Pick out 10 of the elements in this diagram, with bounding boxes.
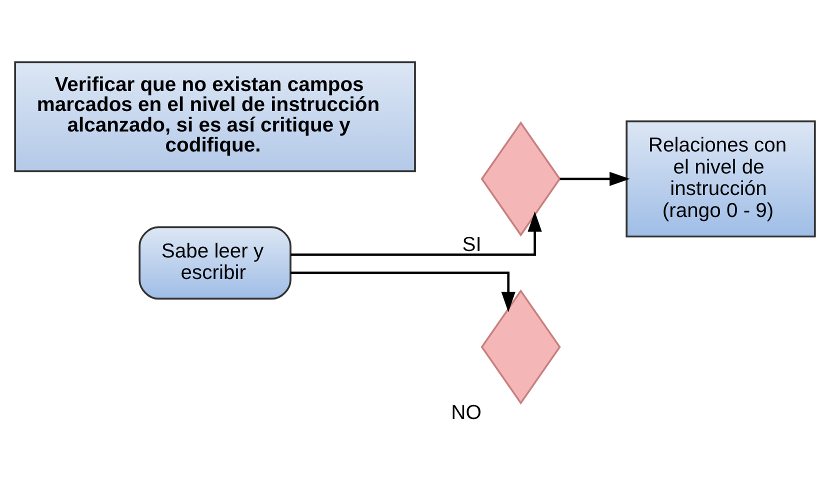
arrow bbox=[290, 211, 542, 256]
node-box: Relaciones con el nivel de instrucción (rango 0 - 9) bbox=[626, 120, 816, 238]
node-label: SI bbox=[462, 234, 482, 256]
arrow bbox=[560, 172, 630, 186]
node-label: NO bbox=[451, 402, 482, 424]
node-diamond bbox=[480, 289, 561, 405]
node-box: Sabe leer y escribir bbox=[138, 226, 292, 300]
arrow bbox=[290, 272, 516, 312]
node-box: Verificar que no existan campos marcados en el nivel de instrucción alcanzado, si es así critique y codifique. bbox=[14, 61, 416, 172]
node-diamond bbox=[480, 121, 561, 237]
